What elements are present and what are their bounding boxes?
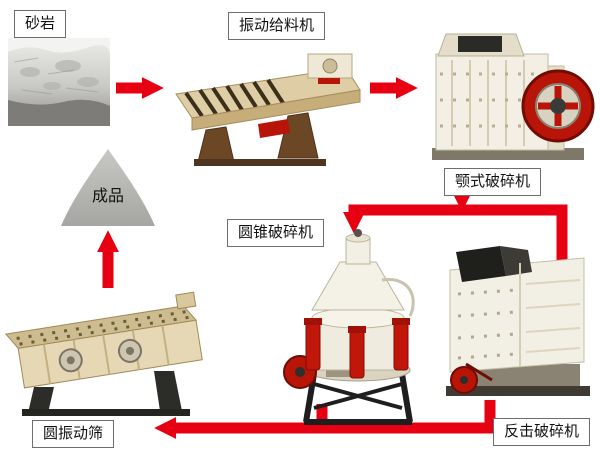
- sandstone-photo: [8, 38, 110, 131]
- label-vibrating-feeder: 振动给料机: [228, 12, 326, 40]
- label-cone-crusher: 圆锥破碎机: [227, 219, 325, 247]
- jaw-crusher-illustration: [424, 22, 596, 175]
- label-jaw-crusher: 颚式破碎机: [444, 168, 542, 196]
- arrow-branch-to-cone-crusher: [343, 204, 462, 234]
- label-circular-vibrating-screen: 圆振动筛: [32, 420, 115, 448]
- circular-vibrating-screen-illustration: [4, 283, 206, 422]
- cone-crusher-illustration: [282, 222, 434, 432]
- vibrating-feeder-illustration: [168, 38, 368, 175]
- label-finished-product: 成品: [91, 188, 124, 205]
- finished-product-pile: [55, 146, 161, 235]
- label-impact-crusher: 反击破碎机: [493, 418, 591, 446]
- impact-crusher-illustration: [436, 232, 598, 412]
- label-sandstone: 砂岩: [14, 10, 67, 38]
